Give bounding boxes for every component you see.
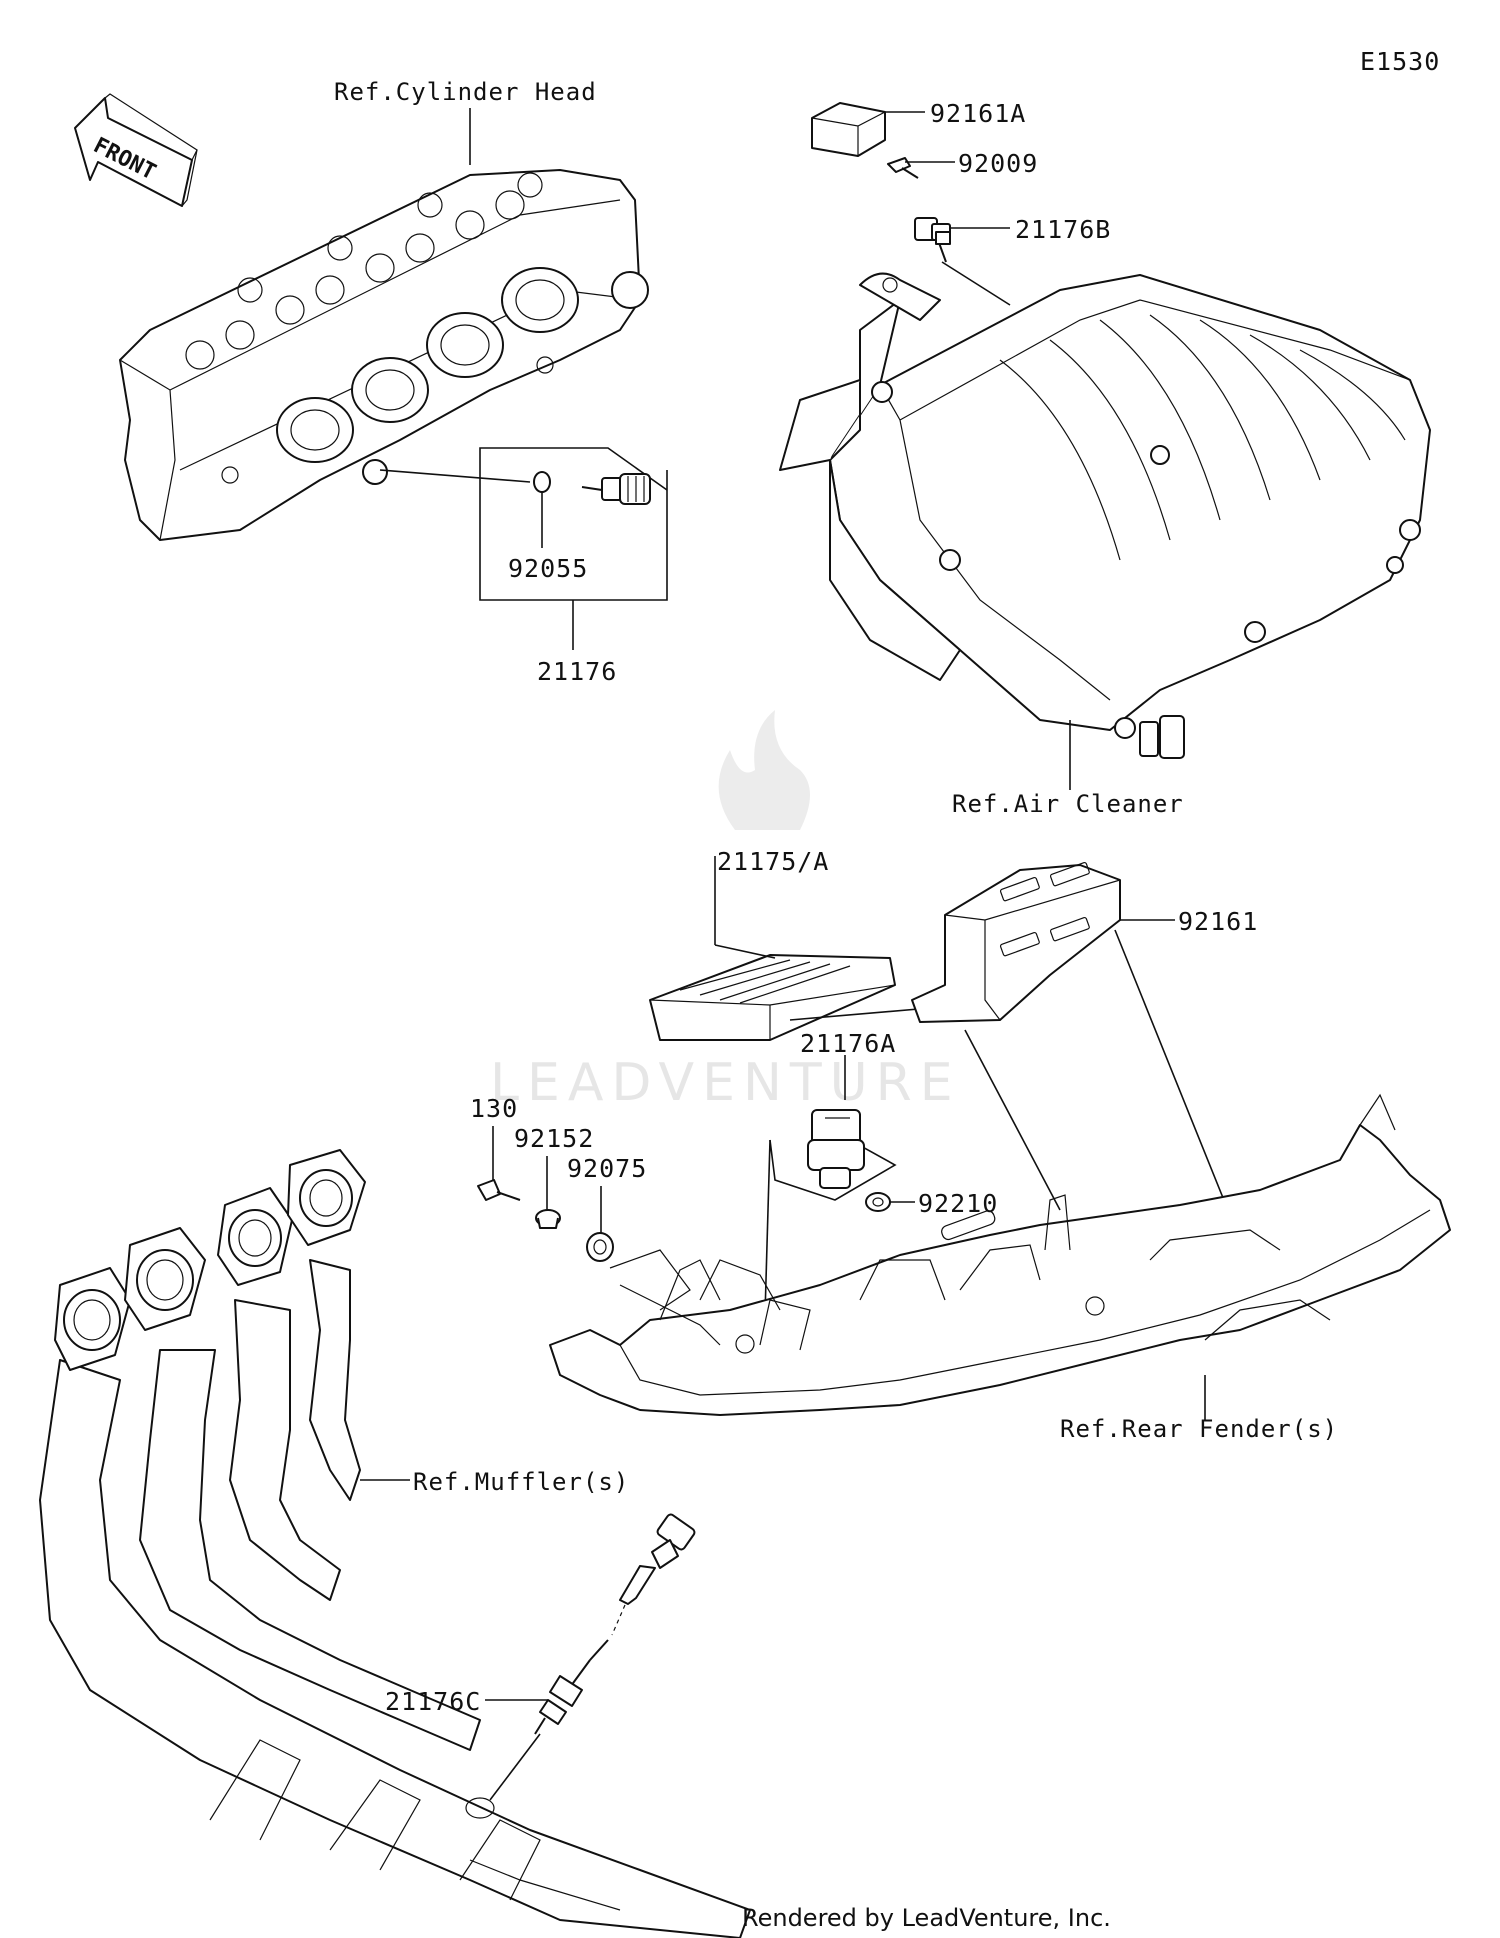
air-cleaner-illustration xyxy=(779,272,1431,759)
part-label-21175A: 21175/A xyxy=(717,847,829,876)
cover-92161A-icon xyxy=(811,102,886,157)
sensor-21176A-icon xyxy=(807,1109,865,1189)
part-label-21176: 21176 xyxy=(537,657,617,686)
part-label-21176B: 21176B xyxy=(1015,215,1111,244)
grommet-92075-icon xyxy=(586,1232,614,1262)
ref-cylinder-head-label: Ref.Cylinder Head xyxy=(334,78,597,106)
part-label-92152: 92152 xyxy=(514,1124,594,1153)
exhaust-flange-2 xyxy=(124,1227,206,1331)
part-label-92161: 92161 xyxy=(1178,907,1258,936)
watermark: LEADVENTURE xyxy=(490,710,961,1113)
ecu-holder-92161-icon xyxy=(911,861,1121,1023)
diagram-code: E1530 xyxy=(1360,47,1440,76)
part-label-92075: 92075 xyxy=(567,1154,647,1183)
exhaust-flange-1 xyxy=(54,1267,131,1371)
sensor-21176B-icon xyxy=(914,217,951,263)
ref-rear-fender-label: Ref.Rear Fender(s) xyxy=(1060,1415,1338,1443)
nut-92210-icon xyxy=(865,1192,891,1212)
ref-air-cleaner-label: Ref.Air Cleaner xyxy=(952,790,1184,818)
exhaust-headers-illustration xyxy=(39,1149,751,1938)
part-label-92161A: 92161A xyxy=(930,99,1026,128)
ref-muffler-label: Ref.Muffler(s) xyxy=(413,1468,629,1496)
exhaust-flange-3 xyxy=(217,1187,293,1286)
temperature-sensor-21176-icon xyxy=(581,473,651,505)
sensor-21176-group xyxy=(379,447,668,650)
part-label-21176A: 21176A xyxy=(800,1029,896,1058)
collar-92152-icon xyxy=(535,1209,561,1229)
o-ring-92055-icon xyxy=(533,471,551,493)
part-label-21176C: 21176C xyxy=(385,1687,481,1716)
exhaust-flange-4 xyxy=(287,1149,366,1246)
ecu-21175-icon xyxy=(649,954,896,1041)
part-label-92210: 92210 xyxy=(918,1189,998,1218)
part-label-92009: 92009 xyxy=(958,149,1038,178)
part-label-92055: 92055 xyxy=(508,554,588,583)
front-arrow-icon: FRONT xyxy=(74,93,198,207)
watermark-text: LEADVENTURE xyxy=(490,1053,961,1113)
rear-fender-illustration xyxy=(549,1093,1451,1416)
bolt-130-icon xyxy=(477,1179,521,1201)
oxygen-sensor-21176C-icon xyxy=(489,1513,696,1801)
part-label-130: 130 xyxy=(470,1094,518,1123)
footer-credit: Rendered by LeadVenture, Inc. xyxy=(742,1904,1111,1932)
cylinder-head-illustration xyxy=(119,169,649,541)
screw-92009-icon xyxy=(887,157,919,179)
